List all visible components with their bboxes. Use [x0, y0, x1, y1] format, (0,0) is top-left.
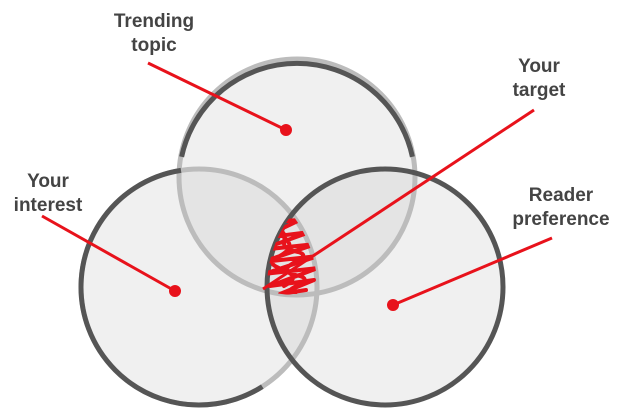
label-reader-line1: Reader — [528, 185, 594, 206]
dot-trending — [280, 124, 292, 136]
callout-trending — [147, 61, 292, 136]
label-trending-line1: Trending — [113, 11, 195, 32]
label-trending-line2: topic — [131, 35, 177, 56]
label-interest-line2: interest — [13, 195, 83, 216]
label-your-target: Your target — [496, 55, 582, 103]
callout-reader — [387, 236, 553, 311]
dot-interest — [169, 285, 181, 297]
label-interest-line1: Your — [27, 171, 69, 192]
label-reader-line2: preference — [512, 209, 610, 230]
circle-interest-outline — [78, 167, 264, 408]
circle-trending-outline — [179, 60, 415, 158]
label-trending-topic: Trending topic — [96, 10, 212, 58]
label-your-interest: Your interest — [2, 170, 94, 218]
label-target-line2: target — [512, 80, 566, 101]
circle-trending-back-outline — [176, 56, 418, 298]
dot-reader — [387, 299, 399, 311]
callout-target — [262, 108, 535, 291]
label-target-line1: Your — [518, 56, 560, 77]
label-reader-preference: Reader preference — [498, 184, 624, 232]
callout-interest — [41, 214, 181, 297]
